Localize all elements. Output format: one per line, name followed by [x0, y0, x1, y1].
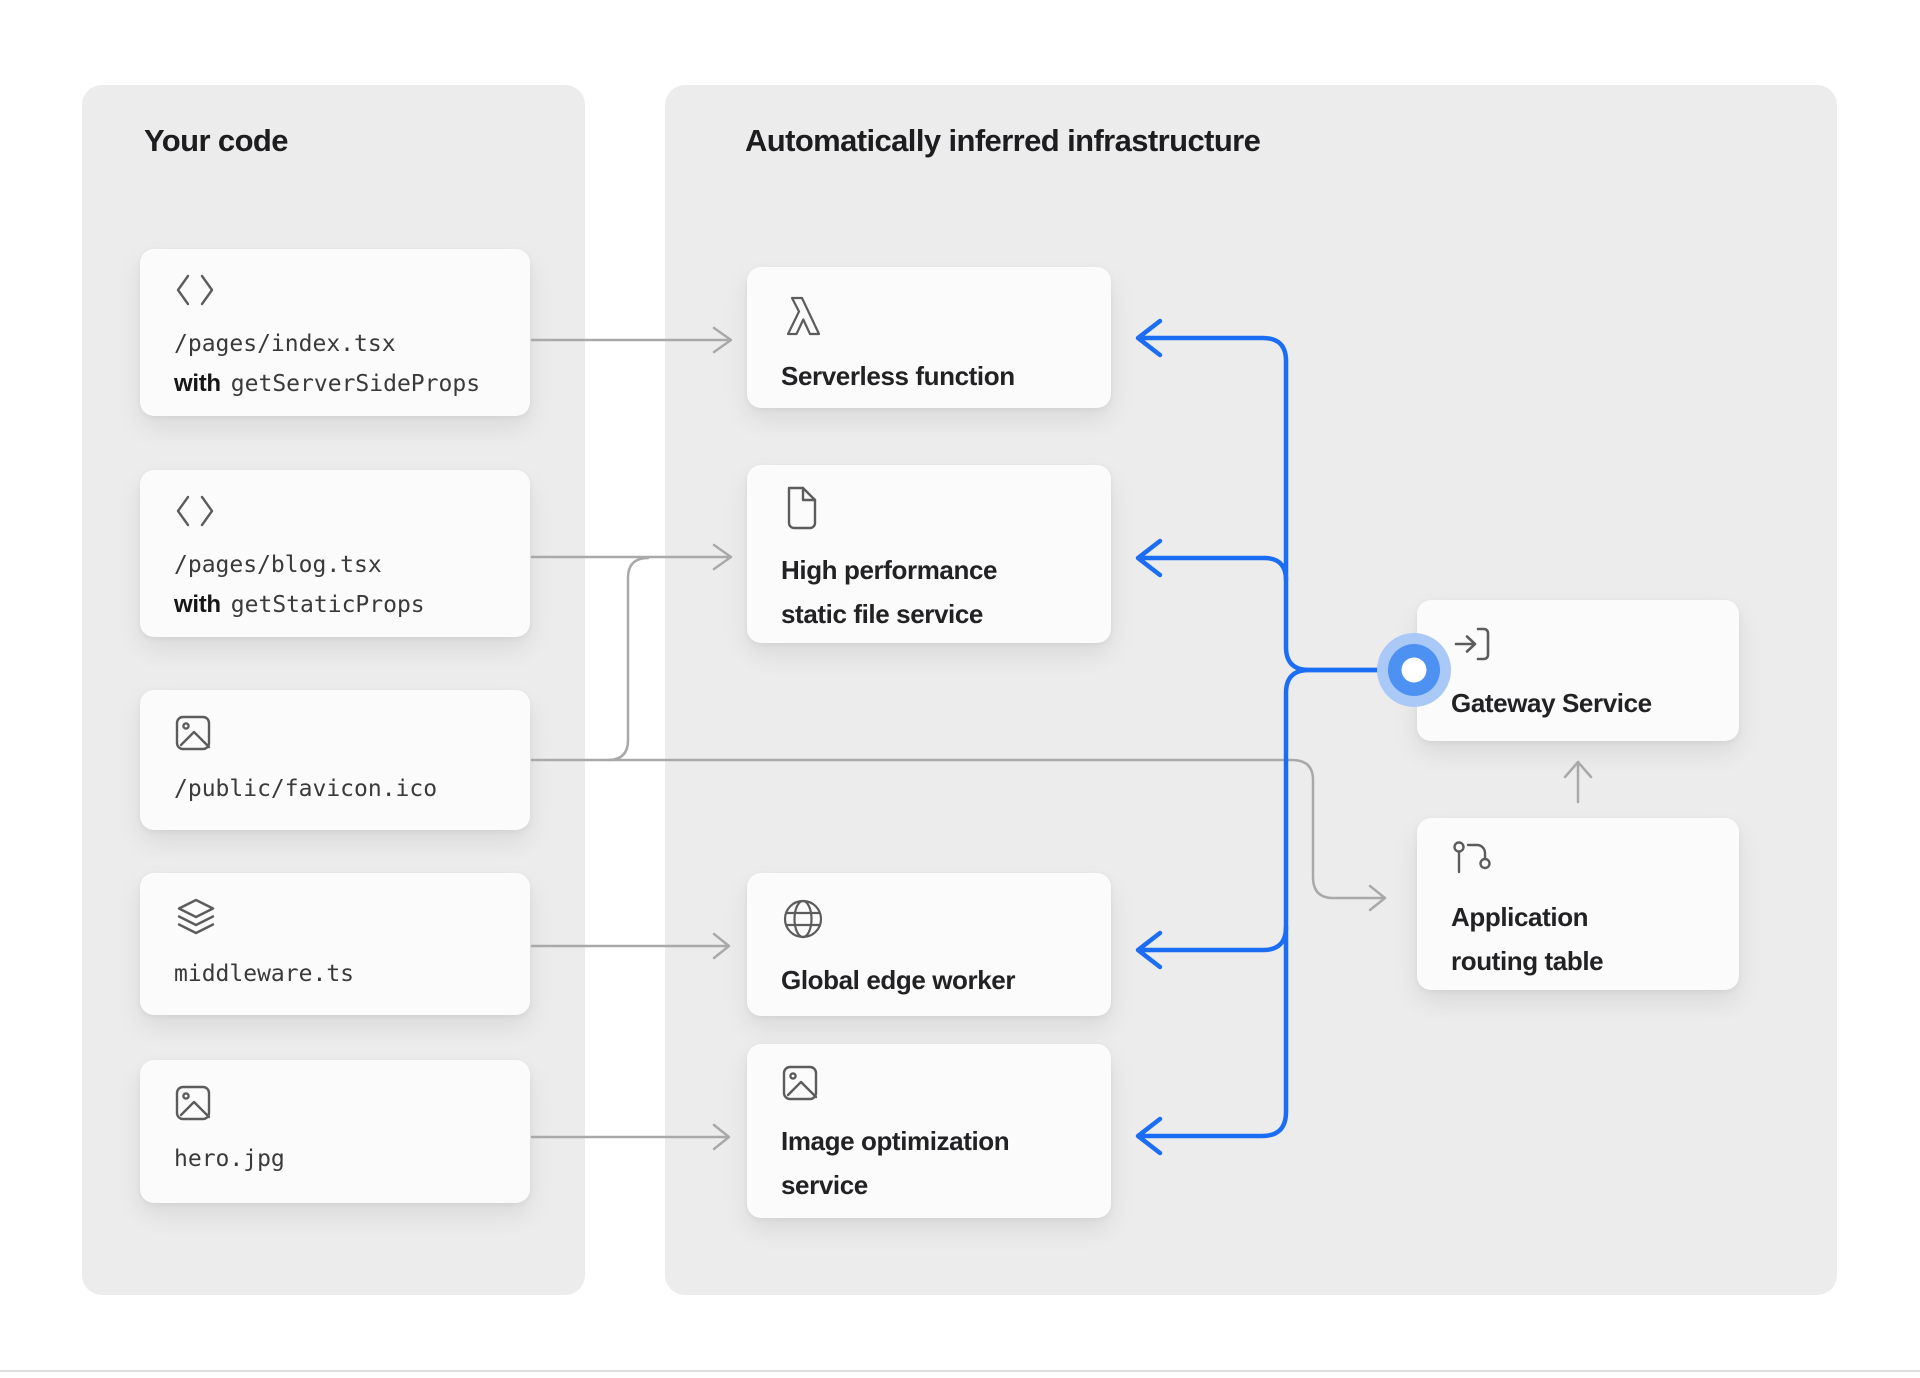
service-card-global-edge-worker: Global edge worker — [747, 873, 1111, 1016]
service-label: Application routing table — [1451, 902, 1604, 976]
code-icon — [174, 494, 496, 533]
lambda-icon — [781, 291, 1077, 342]
image-icon — [174, 714, 496, 757]
with-label: with — [174, 591, 221, 618]
code-icon — [174, 273, 496, 312]
globe-icon — [781, 897, 1077, 946]
file-path: middleware.ts — [174, 961, 355, 987]
file-path: hero.jpg — [174, 1146, 285, 1172]
service-card-serverless-function: Serverless function — [747, 267, 1111, 408]
data-fetching-function: getServerSideProps — [230, 371, 481, 397]
file-note: with getServerSideProps — [174, 364, 496, 407]
file-path: /pages/index.tsx — [174, 331, 396, 357]
image-icon — [781, 1064, 1077, 1107]
service-label: Global edge worker — [781, 965, 1016, 995]
layers-icon — [174, 897, 496, 942]
file-card-hero-jpg: hero.jpg — [140, 1060, 530, 1203]
enter-icon — [1451, 624, 1705, 669]
gateway-service-card: Gateway Service — [1417, 600, 1739, 741]
file-note: with getStaticProps — [174, 585, 496, 628]
service-card-image-optimization: Image optimization service — [747, 1044, 1111, 1218]
route-icon — [1451, 840, 1705, 883]
branch-favicon-to-static — [606, 556, 650, 762]
file-card-blog-tsx: /pages/blog.tsx with getStaticProps — [140, 470, 530, 637]
file-card-middleware: middleware.ts — [140, 873, 530, 1015]
service-label: Gateway Service — [1451, 688, 1652, 718]
file-card-index-tsx: /pages/index.tsx with getServerSideProps — [140, 249, 530, 416]
data-fetching-function: getStaticProps — [230, 592, 425, 618]
image-icon — [174, 1084, 496, 1127]
service-label: Image optimization service — [781, 1126, 1010, 1200]
file-icon — [781, 485, 1077, 536]
inferred-infrastructure-title: Automatically inferred infrastructure — [745, 123, 1261, 158]
application-routing-table-card: Application routing table — [1417, 818, 1739, 990]
file-path: /public/favicon.ico — [174, 776, 438, 802]
file-card-favicon: /public/favicon.ico — [140, 690, 530, 830]
your-code-title: Your code — [144, 123, 288, 158]
with-label: with — [174, 370, 221, 397]
service-card-static-file-service: High performance static file service — [747, 465, 1111, 643]
file-path: /pages/blog.tsx — [174, 552, 382, 578]
service-label: High performance static file service — [781, 555, 998, 629]
service-label: Serverless function — [781, 361, 1015, 391]
bottom-divider — [0, 1370, 1920, 1372]
